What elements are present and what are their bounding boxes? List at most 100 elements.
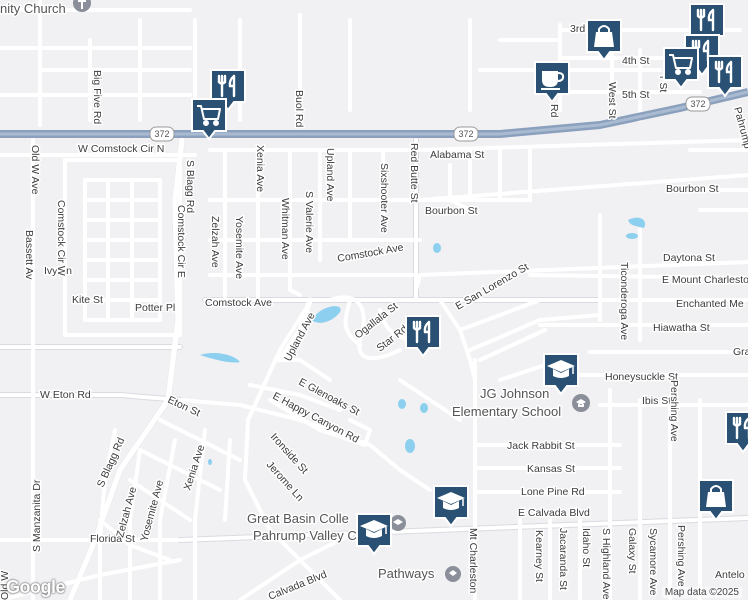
church-icon (73, 0, 91, 12)
place-label-school: JG Johnson (480, 386, 549, 401)
road-label: Honeysuckle St (605, 371, 678, 383)
place-label-church: nity Church (0, 1, 66, 16)
college-place-icon (390, 515, 406, 531)
road-label: Comstock Cir E (175, 205, 187, 278)
road-label: Xenia Ave (254, 145, 266, 192)
road-label: Comstock Ave (205, 297, 272, 309)
road-label: Whitman Ave (279, 198, 291, 260)
road-label: Kansas St (527, 463, 575, 475)
graduation-cap-icon (547, 360, 575, 378)
road-label: Galaxy St (626, 528, 638, 574)
road-label: Pershing Ave (675, 525, 687, 587)
road-label: Pershing Ave (668, 380, 680, 442)
shopping-bag-pin[interactable] (585, 18, 623, 62)
bag-icon (706, 485, 726, 507)
restaurant-pin[interactable] (404, 314, 442, 358)
road-label: W Comstock Cir N (78, 143, 164, 155)
road-label: Jack Rabbit St (507, 440, 575, 452)
road-label: Gra (733, 346, 748, 358)
road-label: E Calvada Blvd (518, 507, 590, 519)
pathways-place-icon (445, 566, 461, 582)
route-shield-372: 372 (453, 126, 479, 142)
place-label-college: Pahrump Valley Ce (253, 528, 364, 543)
school-pin[interactable] (542, 352, 580, 396)
fork-knife-icon (714, 60, 733, 84)
cafe-pin[interactable] (533, 60, 571, 104)
road-label: 3rd (570, 23, 585, 35)
cart-icon (669, 54, 693, 75)
restaurant-pin[interactable] (724, 410, 748, 454)
place-label-pathways: Pathways (378, 566, 435, 581)
road-label: West St (606, 82, 618, 119)
road-label: Antelo (715, 569, 745, 581)
road-label: W Eton Rd (40, 389, 91, 401)
place-labels: nity Church JG Johnson Elementary School… (0, 0, 590, 583)
road-label: S Highland Ave (600, 528, 612, 600)
bag-icon (594, 25, 614, 47)
road-label: Lone Pine Rd (521, 486, 585, 498)
place-label-school: Elementary School (452, 404, 561, 419)
shopping-cart-pin[interactable] (190, 97, 228, 141)
road-label: Old W Ave (29, 145, 41, 195)
road-label: Sycamore Ave (647, 528, 659, 596)
road-label: Ibis St (642, 395, 671, 407)
fork-knife-icon (696, 8, 715, 32)
svg-text:372: 372 (690, 99, 705, 109)
arterial-roads (67, 137, 313, 600)
map-attribution[interactable]: Map data ©2025 (661, 587, 742, 598)
road-label: Jacaranda St (557, 528, 569, 590)
road-label: Bassett Av (23, 230, 35, 280)
road-label: Ticonderoga Ave (618, 262, 630, 340)
road-label: Yosemite Ave (233, 216, 245, 279)
road-label: Sixshooter Ave (378, 163, 390, 233)
road-label: Kearney St (533, 530, 545, 582)
road-label: Old W (0, 571, 11, 600)
road-label: E Mount Charleston (662, 274, 748, 286)
school-pin[interactable] (355, 512, 393, 556)
road-label: Daytona St (663, 252, 715, 264)
fork-knife-icon (217, 74, 236, 98)
svg-text:372: 372 (458, 129, 473, 139)
route-shield-372: 372 (685, 96, 711, 112)
road-label: Bourbon St (425, 205, 478, 217)
graduation-cap-icon (360, 520, 388, 538)
road-label: S Manzanita Dr (31, 479, 43, 552)
road-label: 4th St (622, 55, 650, 67)
road-label: Bourbon St (666, 183, 719, 195)
road-label: S Blagg Rd (184, 160, 196, 213)
fork-knife-icon (412, 320, 431, 344)
svg-text:372: 372 (154, 129, 169, 139)
fork-knife-icon (732, 416, 748, 440)
road-label: Florida St (90, 533, 135, 545)
road-label: Buol Rd (293, 90, 305, 128)
cart-icon (197, 105, 221, 126)
graduation-cap-icon (437, 492, 465, 510)
road-label: Rd (548, 104, 560, 118)
route-shield-372: 372 (149, 126, 175, 142)
road-label: Alabama St (430, 149, 484, 161)
road-label: Red Butte St (408, 143, 420, 203)
road-label: Big Five Rd (91, 70, 103, 124)
school-place-icon (572, 394, 590, 412)
road-label: Potter Pl (135, 302, 175, 314)
road-label: Zelzah Ave (209, 216, 221, 268)
road-label: Idaho St (580, 528, 592, 567)
road-label: S Valerie Ave (303, 191, 315, 253)
shopping-bag-pin[interactable] (697, 478, 735, 522)
road-label: Enchanted Me (676, 298, 744, 310)
road-label: Mt Charleston (467, 528, 479, 594)
road-label: Hiawatha St (653, 322, 710, 334)
coffee-cup-icon (541, 71, 565, 90)
road-label: Comstock Cir W (55, 200, 67, 276)
place-label-college: Great Basin Colle (247, 511, 349, 526)
water-bodies (200, 217, 646, 465)
road-label: Upland Ave (324, 148, 336, 202)
shopping-cart-pin[interactable] (662, 46, 700, 90)
restaurant-pin[interactable] (706, 54, 744, 98)
school-pin[interactable] (432, 484, 470, 528)
road-label: Kite St (72, 294, 103, 306)
road-label: 5th St (622, 89, 650, 101)
google-logo: Google (6, 577, 66, 597)
